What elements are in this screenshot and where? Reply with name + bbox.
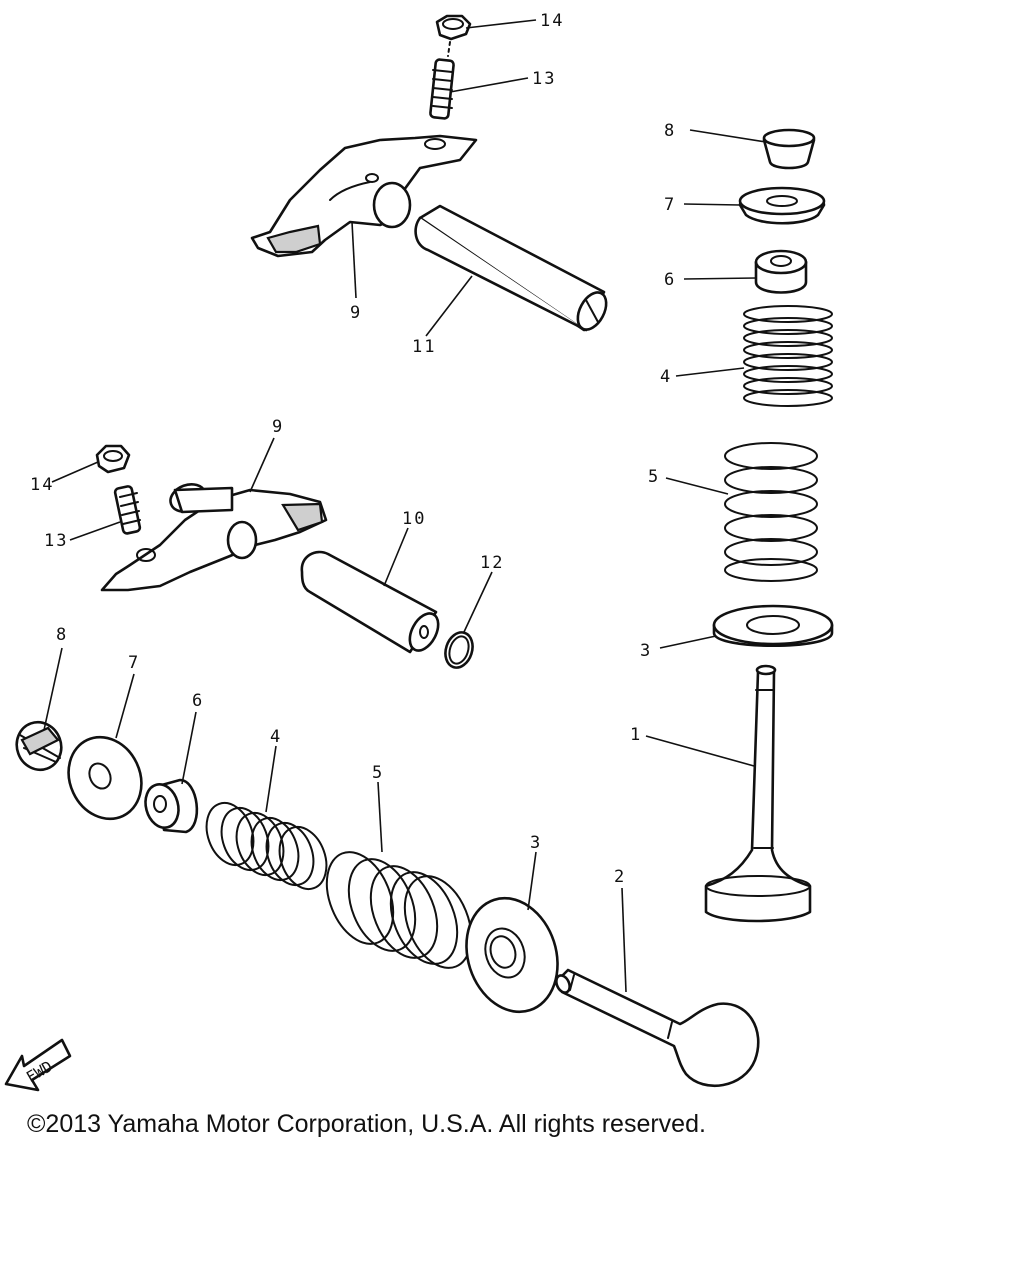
callout-7: 7 xyxy=(128,653,140,673)
outer-spring-right xyxy=(724,442,818,582)
leader-lines xyxy=(43,19,767,993)
callout-3: 3 xyxy=(530,833,542,853)
callout-9: 9 xyxy=(350,303,362,323)
spring-retainer-right xyxy=(738,186,826,225)
rocker-arm-left xyxy=(100,483,328,592)
valve-left xyxy=(555,968,760,1088)
callout-14: 14 xyxy=(540,11,564,31)
nut-top xyxy=(435,14,472,41)
callout-13: 13 xyxy=(532,69,556,89)
spring-seat-left xyxy=(465,896,559,1014)
inner-spring-left xyxy=(205,802,328,890)
rocker-arm-top xyxy=(250,134,478,258)
callout-4: 4 xyxy=(660,367,672,387)
callout-6: 6 xyxy=(192,691,204,711)
callout-5: 5 xyxy=(372,763,384,783)
callout-11: 11 xyxy=(412,337,436,357)
adjuster-screw-top xyxy=(429,41,455,120)
callout-1: 1 xyxy=(630,725,642,745)
callout-3: 3 xyxy=(640,641,652,661)
callout-9: 9 xyxy=(272,417,284,437)
valve-right xyxy=(704,664,812,923)
callout-labels: 14 13 9 11 8 7 6 4 5 3 1 9 14 13 10 12 8… xyxy=(30,11,676,887)
valve-cotter-right xyxy=(762,128,816,170)
callout-5: 5 xyxy=(648,467,660,487)
copyright-notice: ©2013 Yamaha Motor Corporation, U.S.A. A… xyxy=(27,1110,706,1138)
adjuster-screw-left xyxy=(113,485,142,535)
callout-12: 12 xyxy=(480,553,504,573)
callout-14: 14 xyxy=(30,475,54,495)
valve-seal-left xyxy=(144,778,199,834)
callout-4: 4 xyxy=(270,727,282,747)
valve-train-exploded-diagram: FWD 14 13 9 11 8 7 6 4 5 xyxy=(4,11,834,1092)
inner-spring-right xyxy=(743,305,833,407)
o-ring xyxy=(444,631,474,669)
forward-direction-arrow: FWD xyxy=(4,1038,72,1092)
nut-left xyxy=(95,444,131,474)
spring-retainer-left xyxy=(67,735,143,821)
callout-10: 10 xyxy=(402,509,426,529)
callout-13: 13 xyxy=(44,531,68,551)
callout-6: 6 xyxy=(664,270,676,290)
rocker-shaft-left xyxy=(300,550,440,654)
valve-seal-right xyxy=(754,249,808,294)
rocker-shaft-top xyxy=(414,204,608,332)
callout-2: 2 xyxy=(614,867,626,887)
callout-7: 7 xyxy=(664,195,676,215)
callout-8: 8 xyxy=(56,625,68,645)
outer-spring-left xyxy=(325,851,473,969)
valve-cotter-left xyxy=(15,720,63,772)
callout-8: 8 xyxy=(664,121,676,141)
spring-seat-right xyxy=(712,604,834,647)
